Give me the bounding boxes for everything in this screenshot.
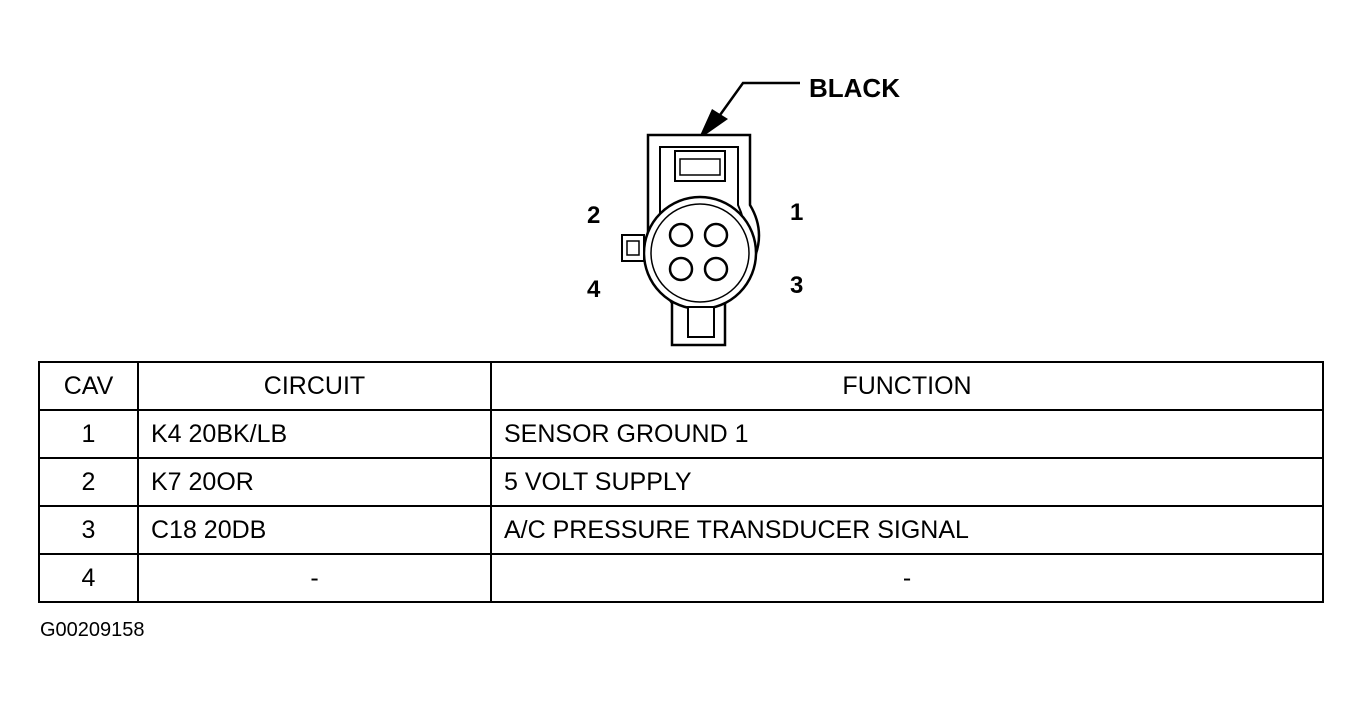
black-label: BLACK [809,73,900,103]
circuit-cell: C18 20DB [137,505,492,555]
cavity-4 [668,256,694,282]
header-cav: CAV [38,361,139,411]
connector-face-inner [650,203,750,303]
circuit-cell: K4 20BK/LB [137,409,492,459]
figure-id: G00209158 [40,619,145,641]
cav-cell: 1 [38,409,139,459]
black-leader-line [718,81,800,116]
table-row: 2 K7 20OR 5 VOLT SUPPLY [38,457,1324,507]
connector-diagram: BLACK 1 2 3 4 [587,73,900,347]
header-circuit: CIRCUIT [137,361,492,411]
black-arrowhead [698,109,728,140]
table-row: 1 K4 20BK/LB SENSOR GROUND 1 [38,409,1324,459]
function-cell: A/C PRESSURE TRANSDUCER SIGNAL [490,505,1324,555]
cav-cell: 4 [38,553,139,603]
table-header-row: CAV CIRCUIT FUNCTION [38,361,1324,411]
connector-face [642,195,758,311]
side-tab-inner [626,240,640,256]
pin-label-2: 2 [587,202,600,229]
circuit-cell: - [137,553,492,603]
table-row: 3 C18 20DB A/C PRESSURE TRANSDUCER SIGNA… [38,505,1324,555]
latch-top [674,150,726,182]
function-cell: SENSOR GROUND 1 [490,409,1324,459]
pin-label-4: 4 [587,276,601,303]
cavity-2 [668,222,694,248]
cavity-3 [703,256,729,282]
circuit-cell: K7 20OR [137,457,492,507]
function-cell: - [490,553,1324,603]
table-row: 4 - - [38,553,1324,603]
pin-label-3: 3 [790,272,803,299]
side-tab [621,234,645,262]
cav-cell: 3 [38,505,139,555]
pin-label-1: 1 [790,199,803,226]
bottom-key [687,306,715,338]
header-function: FUNCTION [490,361,1324,411]
function-cell: 5 VOLT SUPPLY [490,457,1324,507]
cavity-1 [703,222,729,248]
pinout-table: CAV CIRCUIT FUNCTION 1 K4 20BK/LB SENSOR… [38,361,1324,603]
latch-top-inner [679,158,721,176]
cav-cell: 2 [38,457,139,507]
